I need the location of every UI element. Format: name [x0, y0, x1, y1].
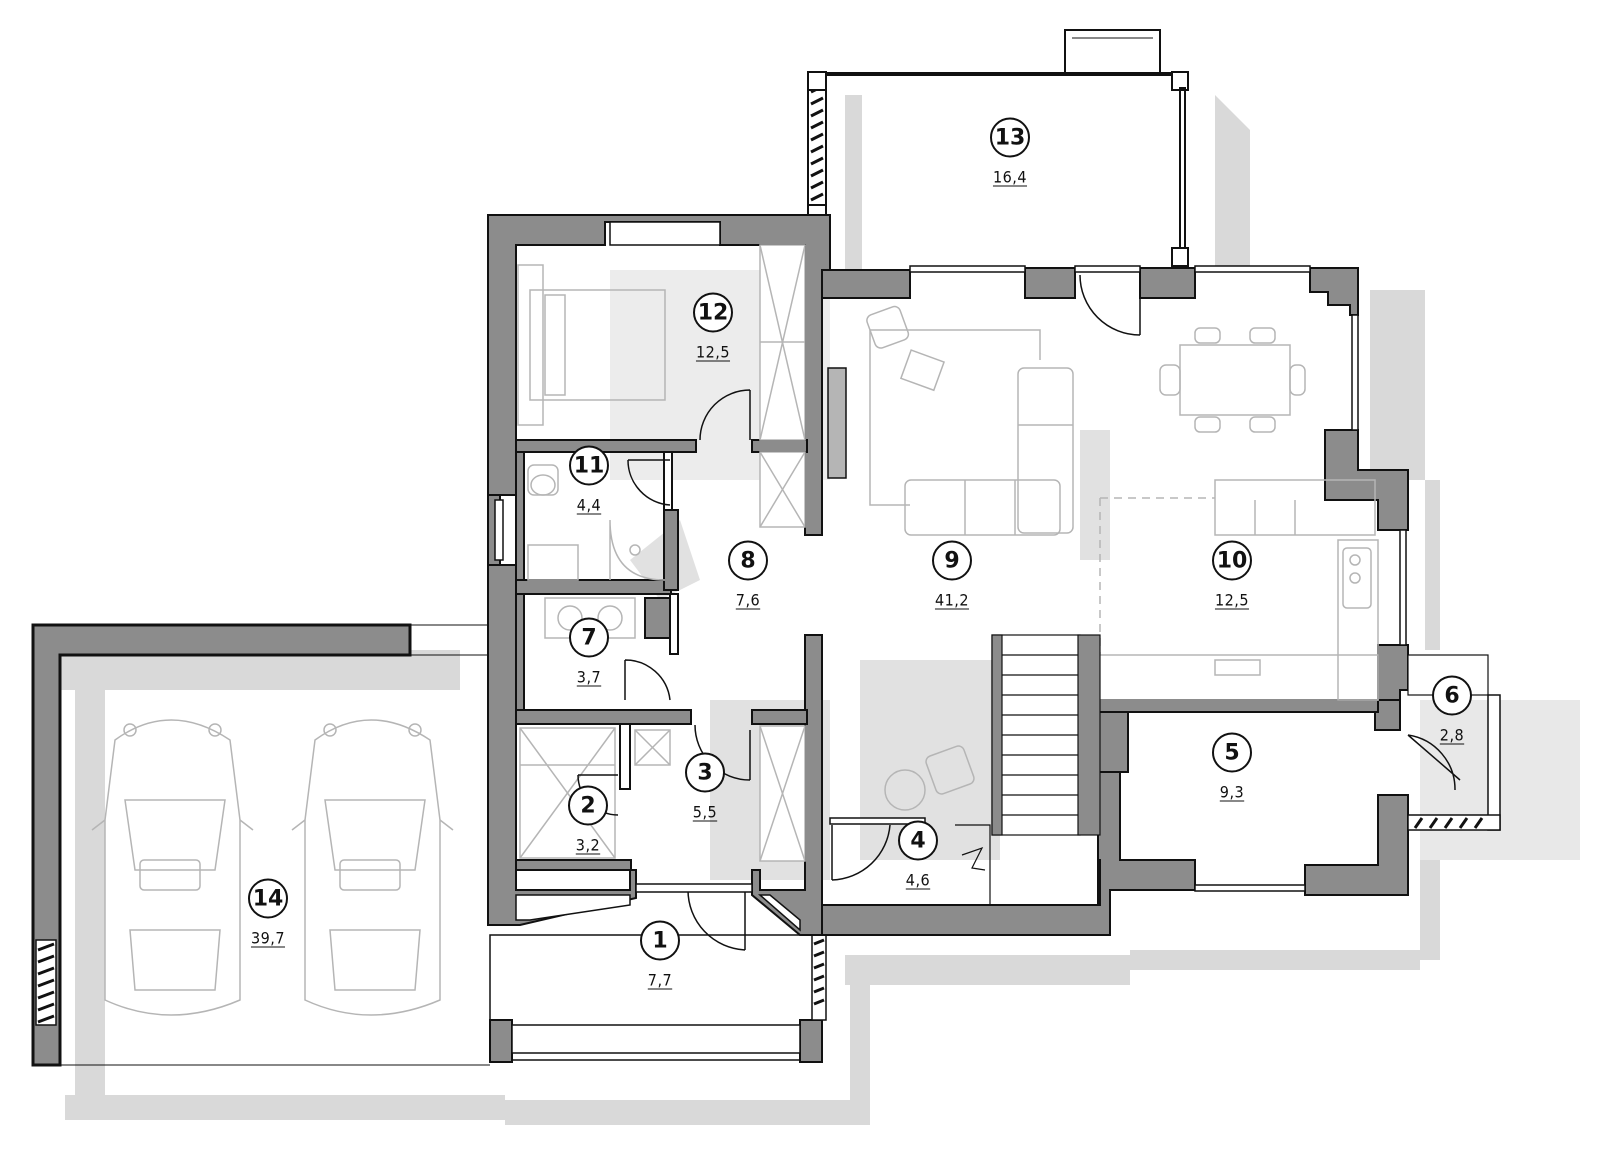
stairs: [955, 634, 1101, 905]
closet-2: [519, 725, 806, 862]
dining-set: [1159, 327, 1306, 433]
doors: [577, 270, 1461, 951]
entrance: [515, 883, 801, 932]
hall-closet: [759, 451, 806, 528]
bathroom-fixtures: [494, 464, 666, 581]
bedroom-furniture: [517, 244, 806, 441]
car-left: [91, 719, 254, 1016]
garage-14: [31, 623, 490, 1067]
bedroom-window: [609, 221, 721, 246]
laundry-fixtures: [544, 597, 671, 639]
interior-walls: [515, 439, 1401, 871]
entrance-porch: [489, 934, 827, 1063]
living-furniture: [827, 305, 1074, 811]
porch-6: [1407, 654, 1501, 831]
car-right: [291, 719, 454, 1016]
windows: [829, 265, 1407, 892]
terrace-13: [807, 29, 1189, 267]
